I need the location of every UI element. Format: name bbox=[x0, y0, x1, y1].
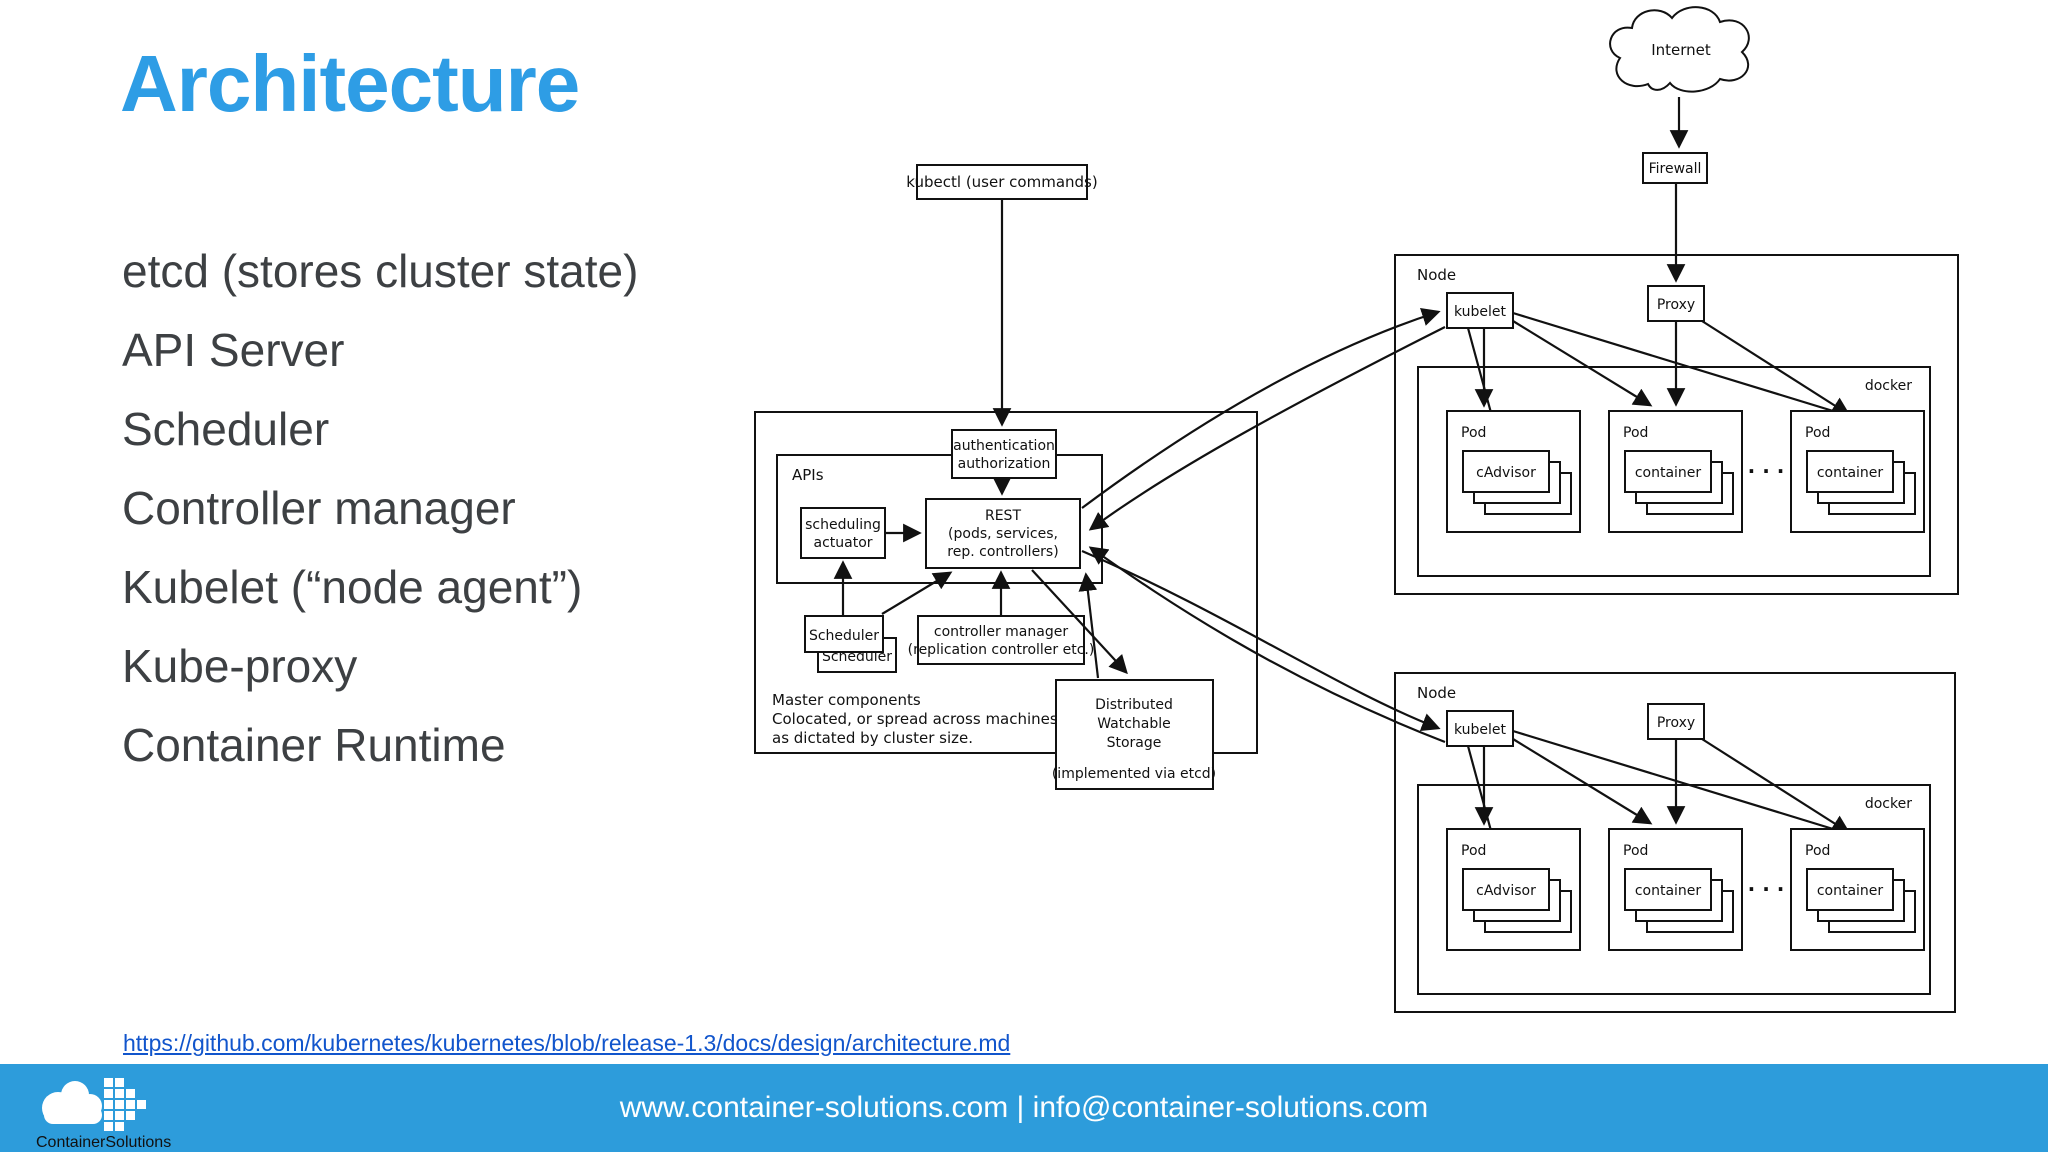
node1-kubelet-box bbox=[1446, 292, 1514, 329]
firewall-label: Firewall bbox=[1649, 161, 1702, 177]
node2-pod2-label: Pod bbox=[1623, 843, 1648, 859]
node2-pod3-stack-front bbox=[1806, 868, 1894, 911]
node1-pod1-label: Pod bbox=[1461, 425, 1486, 441]
internet-label: Internet bbox=[1651, 41, 1711, 59]
node2-pod1-label: Pod bbox=[1461, 843, 1486, 859]
scheduling-actuator-line1: scheduling bbox=[805, 517, 881, 533]
storage-line4: (implemented via etcd) bbox=[1052, 766, 1216, 782]
node2-docker-box bbox=[1417, 784, 1931, 995]
list-item-kubelet: Kubelet (“node agent”) bbox=[122, 561, 583, 613]
node1-arrow-kubelet-to-pod2 bbox=[1512, 320, 1653, 407]
node2-kubelet-label: kubelet bbox=[1454, 722, 1507, 738]
kubectl-box bbox=[916, 164, 1088, 200]
node1-docker-label: docker bbox=[1865, 378, 1912, 394]
node1-arrow-kubelet-to-pod3 bbox=[1512, 311, 1885, 431]
node2-docker-label: docker bbox=[1865, 796, 1912, 812]
storage-line3: Storage bbox=[1107, 735, 1162, 751]
node2-cadvisor-label: cAdvisor bbox=[1476, 883, 1536, 899]
list-item-scheduler: Scheduler bbox=[122, 403, 330, 455]
node1-ellipsis: · · · bbox=[1748, 459, 1785, 483]
component-list: etcd (stores cluster state) API Server S… bbox=[122, 232, 638, 785]
node2-container2-label: container bbox=[1635, 883, 1702, 899]
storage-line2: Watchable bbox=[1097, 716, 1171, 732]
node2-arrow-kubelet-to-pod3 bbox=[1512, 729, 1885, 849]
apis-label: APIs bbox=[792, 466, 824, 484]
master-box bbox=[754, 411, 1258, 754]
master-note-line1: Master components bbox=[772, 691, 921, 709]
arrow-kubelet-2-to-rest bbox=[1088, 546, 1446, 744]
list-item-etcd: etcd (stores cluster state) bbox=[122, 245, 639, 297]
node2-arrow-proxy-to-pod3 bbox=[1701, 738, 1851, 834]
node2-pod2-stack-front bbox=[1624, 868, 1712, 911]
controller-manager-box bbox=[917, 615, 1085, 665]
node1-pod3-label: Pod bbox=[1805, 425, 1830, 441]
node1-pod3-stack-front bbox=[1806, 450, 1894, 493]
list-item-api-server: API Server bbox=[122, 324, 345, 376]
list-item-kube-proxy: Kube-proxy bbox=[122, 640, 358, 692]
arrow-rest-to-kubelet-2 bbox=[1081, 549, 1441, 731]
node2-label: Node bbox=[1417, 684, 1456, 702]
node1-container2-label: container bbox=[1635, 465, 1702, 481]
logo-wordmark: ContainerSolutions bbox=[36, 1134, 171, 1151]
arrow-storage-to-rest bbox=[1078, 572, 1100, 679]
page-title: Architecture bbox=[120, 39, 580, 128]
node1-container3-label: container bbox=[1817, 465, 1884, 481]
rest-label-line1: REST bbox=[985, 508, 1021, 524]
auth-label-line1: authentication bbox=[953, 438, 1055, 454]
rest-label-line3: rep. controllers) bbox=[947, 544, 1058, 560]
source-link[interactable]: https://github.com/kubernetes/kubernetes… bbox=[123, 1030, 1011, 1056]
footer-bar: www.container-solutions.com | info@conta… bbox=[0, 1064, 2048, 1152]
company-logo: ContainerSolutions bbox=[36, 1078, 171, 1151]
arrow-rest-to-kubelet-1 bbox=[1081, 307, 1441, 509]
master-note-line3: as dictated by cluster size. bbox=[772, 729, 973, 747]
scheduler-front-label: Scheduler bbox=[809, 628, 879, 644]
node2-ellipsis: · · · bbox=[1748, 877, 1785, 901]
auth-box bbox=[951, 429, 1057, 479]
internet-cloud bbox=[1609, 6, 1750, 93]
footer-contact: www.container-solutions.com | info@conta… bbox=[619, 1091, 1429, 1124]
node2-proxy-box bbox=[1647, 703, 1705, 740]
list-item-controller-manager: Controller manager bbox=[122, 482, 516, 534]
list-item-container-runtime: Container Runtime bbox=[122, 719, 506, 771]
node2-pod3-label: Pod bbox=[1805, 843, 1830, 859]
node1-kubelet-label: kubelet bbox=[1454, 304, 1507, 320]
node1-cadvisor-label: cAdvisor bbox=[1476, 465, 1536, 481]
kubectl-label: kubectl (user commands) bbox=[906, 173, 1097, 191]
storage-line1: Distributed bbox=[1095, 697, 1173, 713]
arrow-scheduler-to-rest bbox=[881, 571, 953, 615]
rest-box bbox=[925, 498, 1081, 569]
controller-manager-line1: controller manager bbox=[934, 624, 1068, 640]
node1-proxy-label: Proxy bbox=[1657, 297, 1695, 313]
node1-arrow-proxy-to-pod3 bbox=[1701, 320, 1851, 416]
node2-arrow-kubelet-to-pod2 bbox=[1512, 738, 1653, 825]
master-note-line2: Colocated, or spread across machines, bbox=[772, 710, 1063, 728]
node1-pod2-label: Pod bbox=[1623, 425, 1648, 441]
node2-pod1-stack-front bbox=[1462, 868, 1550, 911]
controller-manager-line2: (replication controller etc.) bbox=[908, 642, 1095, 658]
scheduling-actuator-box bbox=[800, 507, 886, 559]
node2-kubelet-box bbox=[1446, 710, 1514, 747]
arrow-rest-to-storage bbox=[1031, 569, 1128, 675]
node2-box bbox=[1394, 672, 1956, 1013]
node1-pod1-stack-front bbox=[1462, 450, 1550, 493]
node1-docker-box bbox=[1417, 366, 1931, 577]
cloud-pixels-icon bbox=[42, 1078, 146, 1131]
node1-pod2-stack-front bbox=[1624, 450, 1712, 493]
scheduler-box-front bbox=[804, 615, 884, 653]
storage-box bbox=[1055, 679, 1214, 790]
node1-proxy-box bbox=[1647, 285, 1705, 322]
scheduling-actuator-line2: actuator bbox=[813, 535, 872, 551]
rest-label-line2: (pods, services, bbox=[948, 526, 1058, 542]
node2-container3-label: container bbox=[1817, 883, 1884, 899]
auth-label-line2: authorization bbox=[958, 456, 1051, 472]
arrow-kubelet-1-to-rest bbox=[1088, 326, 1446, 531]
node1-box bbox=[1394, 254, 1959, 595]
node2-proxy-label: Proxy bbox=[1657, 715, 1695, 731]
node1-label: Node bbox=[1417, 266, 1456, 284]
